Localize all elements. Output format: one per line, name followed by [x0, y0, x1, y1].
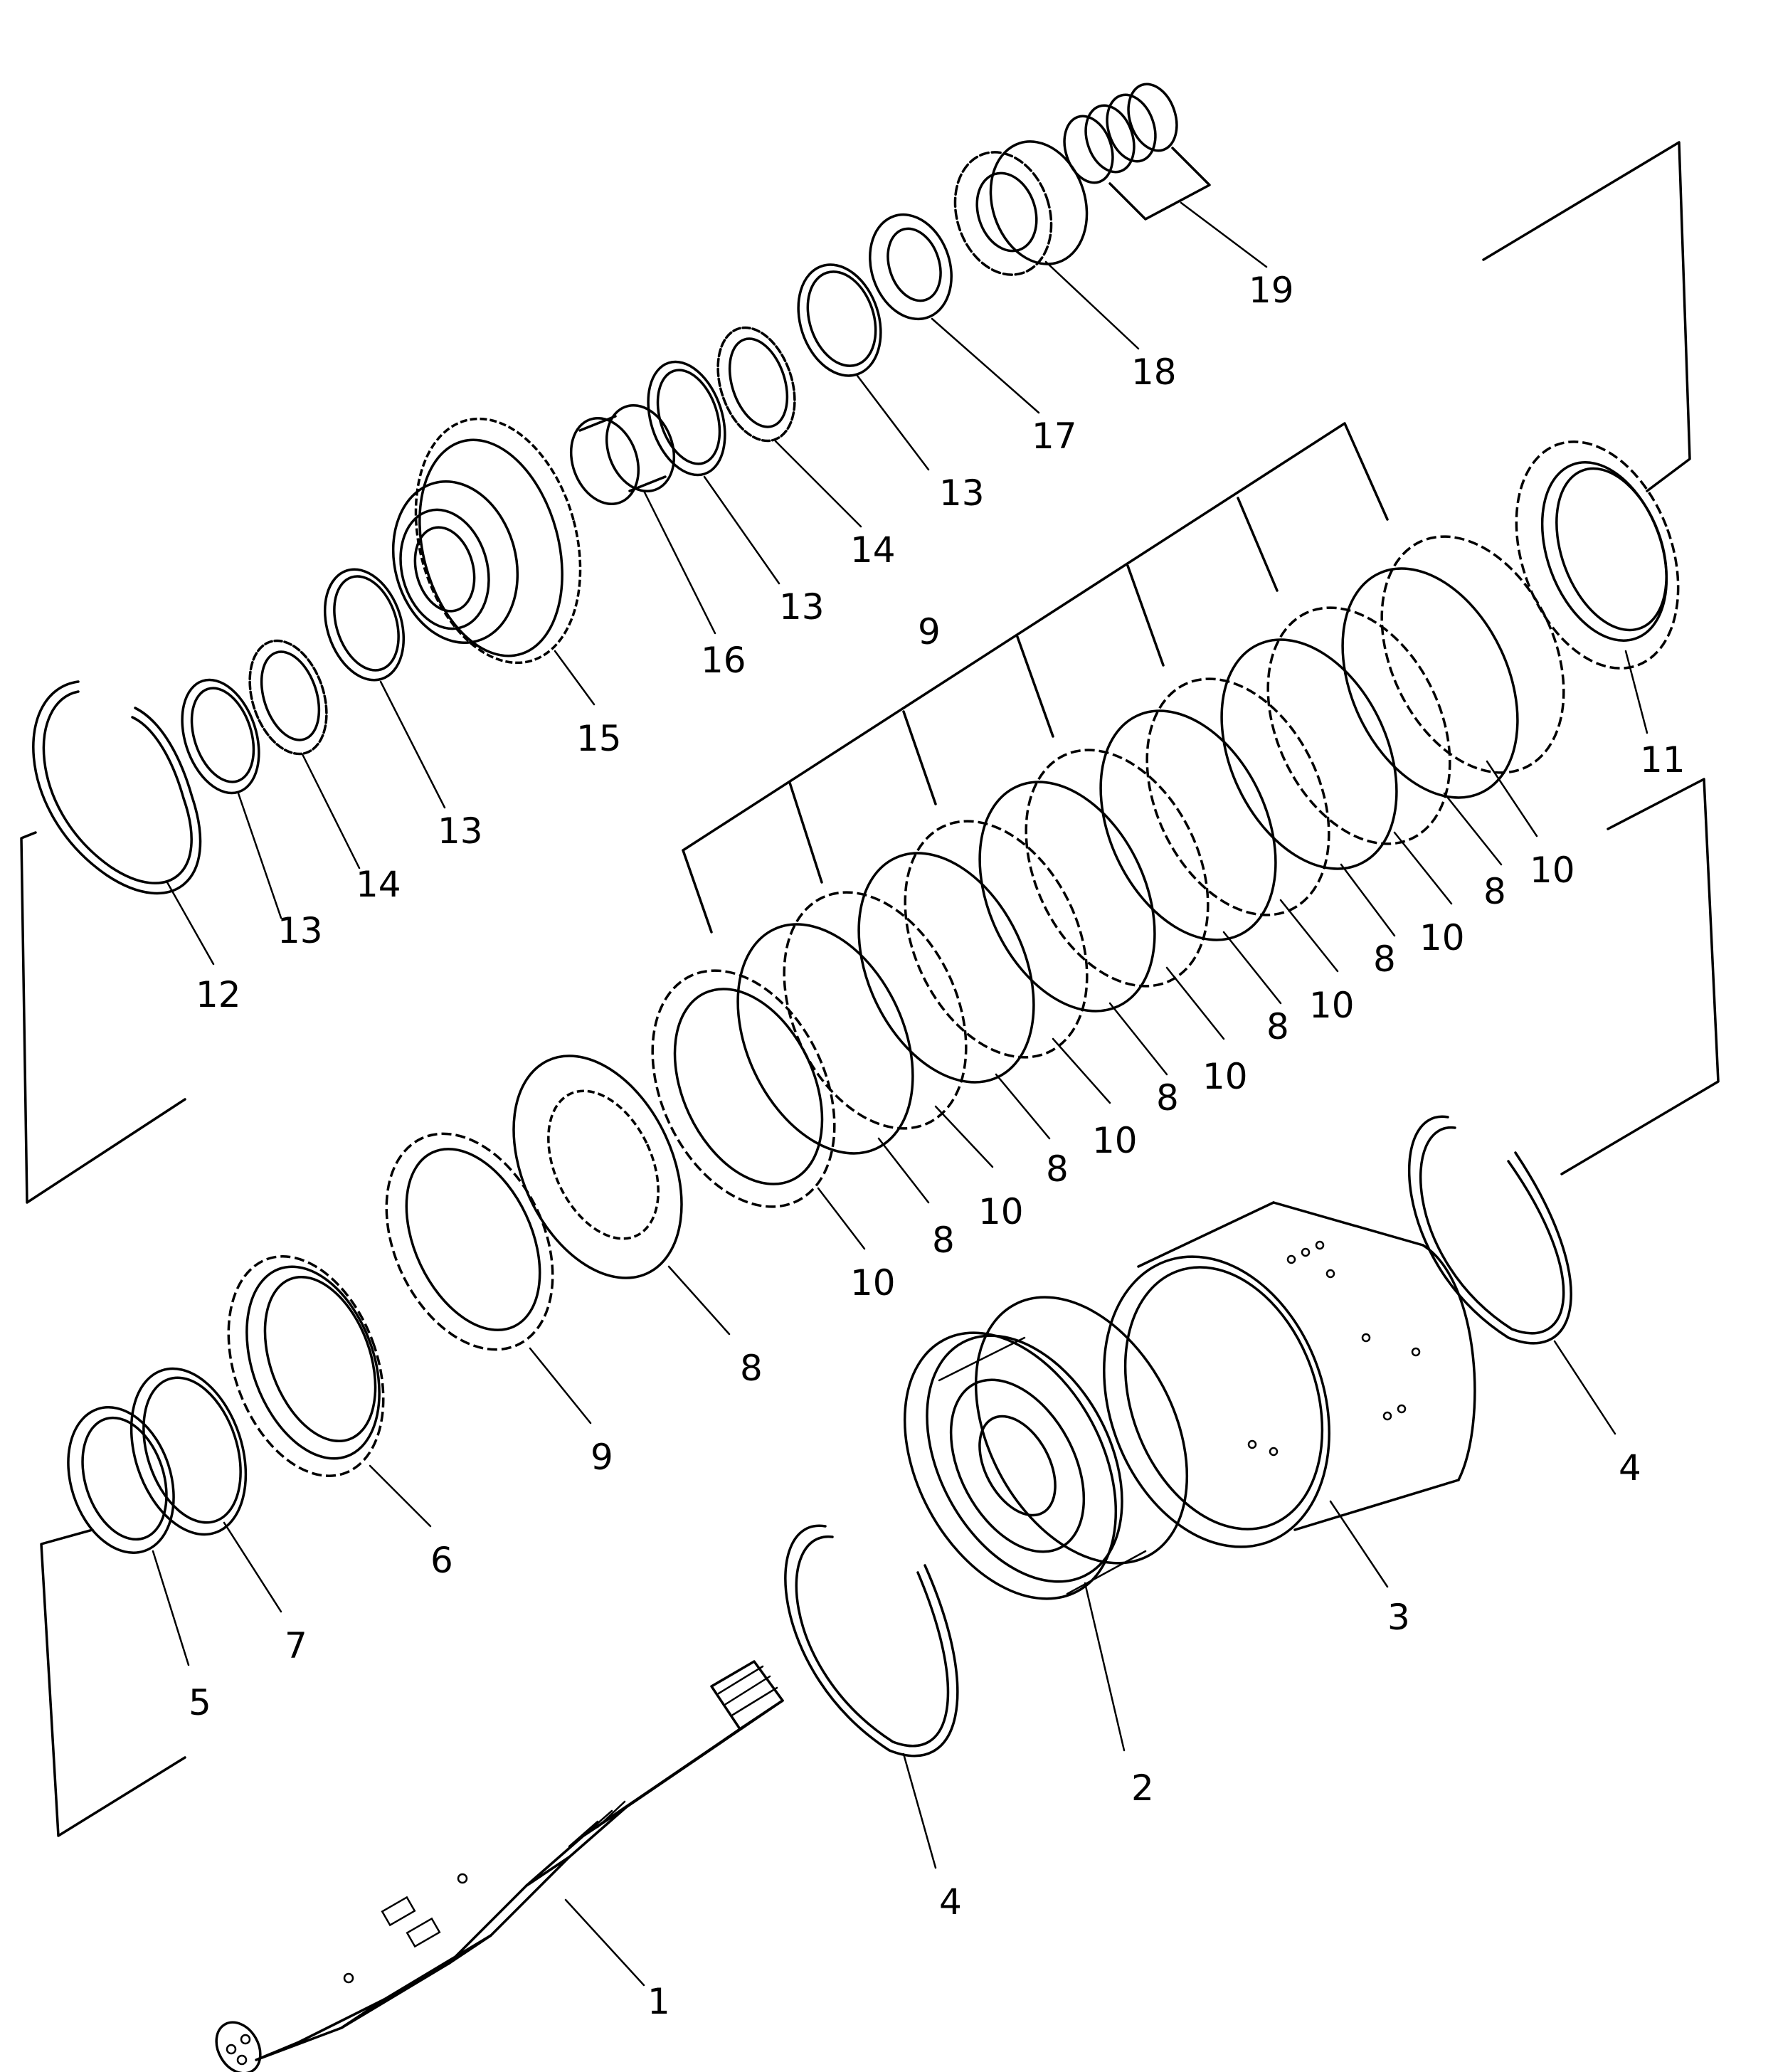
callout-13d: 13: [939, 472, 985, 514]
callout-3: 3: [1387, 1597, 1410, 1638]
callout-14b: 14: [850, 529, 896, 571]
bearing-part-18: [953, 140, 1089, 276]
callout-4b: 4: [1619, 1447, 1641, 1489]
clutch-plate-stack: [651, 535, 1565, 1208]
callout-10a: 10: [850, 1262, 896, 1304]
callout-10e: 10: [1309, 985, 1355, 1026]
ring-part-7: [129, 1367, 248, 1536]
callout-6: 6: [430, 1540, 453, 1581]
callout-8c: 8: [1046, 1148, 1069, 1190]
callout-18: 18: [1131, 352, 1177, 393]
callout-8d: 8: [1156, 1077, 1179, 1119]
callout-5: 5: [189, 1682, 211, 1723]
callout-10f: 10: [1419, 917, 1465, 958]
needle-bearing-part-16: [569, 403, 676, 506]
callout-10b: 10: [978, 1191, 1024, 1232]
callout-17: 17: [1032, 416, 1077, 457]
snap-ring-upper: [1408, 1115, 1572, 1345]
ring-part-5: [67, 1406, 175, 1554]
callout-8b: 8: [932, 1220, 955, 1261]
group-brackets: [20, 141, 1720, 1837]
snap-ring-lower: [784, 1524, 959, 1758]
end-plate-part-11: [1515, 440, 1680, 670]
callout-15: 15: [576, 718, 622, 759]
clutch-drum-part: [1103, 1201, 1476, 1548]
snap-ring-part-12: [32, 680, 202, 895]
callout-9a: 9: [591, 1437, 613, 1478]
callout-13a: 13: [277, 910, 323, 951]
callout-13c: 13: [779, 586, 825, 628]
callout-8g: 8: [1483, 871, 1506, 912]
plate-part-9: [385, 1132, 554, 1351]
washers-lower: [181, 568, 406, 795]
callout-1: 1: [647, 1981, 670, 2022]
callout-8f: 8: [1373, 939, 1396, 980]
shims-part-19: [1063, 83, 1178, 184]
plate-part-6: [227, 1255, 385, 1477]
gear-part-15: [391, 417, 582, 665]
callout-10g: 10: [1530, 850, 1575, 891]
callout-labels: 1 2 3 4 4 5 6 7 8 8 8 8 8 8 8 8 8 9 9 10…: [189, 270, 1685, 2022]
callout-2: 2: [1131, 1767, 1154, 1809]
friction-disc-part-8: [512, 1054, 683, 1279]
callout-8e: 8: [1266, 1006, 1289, 1047]
callout-8a: 8: [740, 1348, 763, 1389]
callout-19: 19: [1249, 270, 1294, 311]
callout-4a: 4: [939, 1881, 962, 1923]
callout-10d: 10: [1202, 1056, 1248, 1097]
clutch-hub-part: [903, 1296, 1189, 1600]
washers-upper: [647, 263, 882, 477]
callout-16: 16: [701, 640, 746, 681]
callout-9b: 9: [918, 611, 941, 652]
shaft-part: [215, 1660, 784, 2072]
ring-part-17: [869, 213, 953, 321]
callout-13b: 13: [438, 810, 483, 852]
callout-14a: 14: [356, 864, 401, 905]
callout-11: 11: [1640, 739, 1685, 781]
callout-10c: 10: [1092, 1120, 1138, 1161]
callout-7: 7: [285, 1625, 307, 1666]
callout-12: 12: [196, 974, 241, 1015]
leader-lines: [152, 201, 1648, 1987]
